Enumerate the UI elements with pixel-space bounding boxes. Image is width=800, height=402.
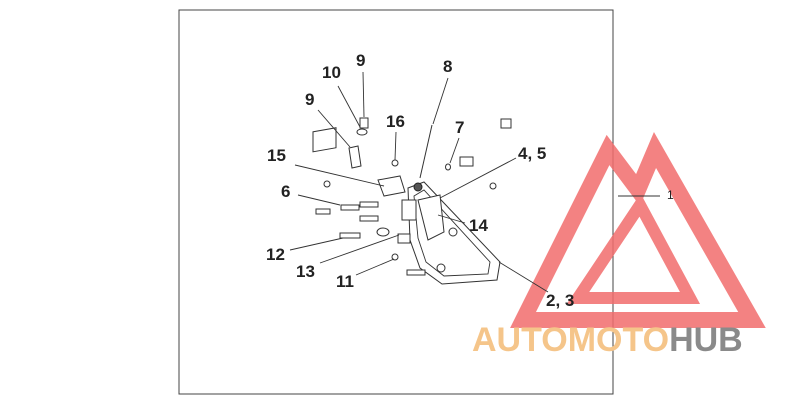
leader-9b	[317, 109, 351, 148]
callout-6: 6	[281, 182, 290, 201]
nut-11	[391, 253, 399, 261]
callout-13: 13	[296, 262, 315, 281]
bolt-6a	[315, 208, 331, 215]
leader-8	[432, 77, 449, 125]
watermark-text-automoto: AUTOMOTO	[472, 321, 669, 359]
callout-9b: 9	[305, 90, 314, 109]
callout-16: 16	[386, 112, 405, 131]
watermark-text-hub: HUB	[669, 321, 743, 359]
collar-9-lower	[348, 145, 362, 169]
watermark-triangle-outer	[510, 132, 766, 328]
nut-6	[323, 180, 331, 188]
callout-1: 1	[667, 188, 674, 202]
bracket-bolt-top	[413, 182, 423, 192]
washer-7	[445, 163, 451, 171]
nut-right	[489, 182, 497, 190]
leader-23	[498, 261, 549, 293]
callout-9a: 9	[356, 51, 365, 70]
bracket-mount-block	[401, 199, 417, 221]
small-parts	[312, 117, 512, 276]
spacer-7-top	[500, 118, 512, 129]
callout-8: 8	[443, 57, 452, 76]
leader-16	[394, 131, 397, 161]
watermark-logo	[510, 132, 766, 328]
leader-14	[437, 214, 466, 224]
leader-45	[439, 157, 517, 199]
watermark-text: AUTOMOTOHUB	[472, 321, 743, 359]
callout-12: 12	[266, 245, 285, 264]
bolt-12	[339, 232, 361, 239]
washer-14	[448, 227, 458, 237]
callout-2-3: 2, 3	[546, 291, 574, 310]
spacer-13	[397, 233, 411, 244]
diagram-frame	[178, 9, 614, 395]
bolt-lower	[406, 269, 426, 276]
leader-10	[337, 85, 361, 128]
bolt-6c	[359, 201, 379, 208]
leader-15	[294, 164, 385, 187]
callout-14: 14	[469, 216, 488, 235]
watermark-triangle-inner	[566, 193, 701, 304]
callout-11: 11	[336, 272, 354, 291]
bolt-6d	[359, 215, 379, 222]
leader-7	[449, 137, 460, 164]
washer-13	[376, 227, 390, 237]
clamp-15	[377, 175, 406, 197]
leader-9a	[362, 71, 365, 118]
leader-12	[289, 237, 344, 251]
sleeve-7	[459, 156, 474, 167]
bolt-6b	[340, 204, 360, 211]
spacer-9-top	[359, 117, 369, 129]
bracket-plate	[417, 194, 445, 241]
long-bolt-8	[419, 124, 433, 179]
callout-7: 7	[455, 118, 464, 137]
callout-15: 15	[267, 146, 286, 165]
leader-11	[355, 258, 395, 276]
label-sticker	[312, 127, 337, 153]
clamp-bolt-16	[391, 159, 399, 167]
callout-4-5: 4, 5	[518, 144, 546, 163]
leader-lines	[289, 71, 660, 293]
washer-10	[356, 128, 368, 136]
leader-6	[297, 194, 341, 206]
bracket-bolt-bottom	[436, 263, 446, 273]
leader-13	[319, 234, 400, 264]
callout-10: 10	[322, 63, 341, 82]
